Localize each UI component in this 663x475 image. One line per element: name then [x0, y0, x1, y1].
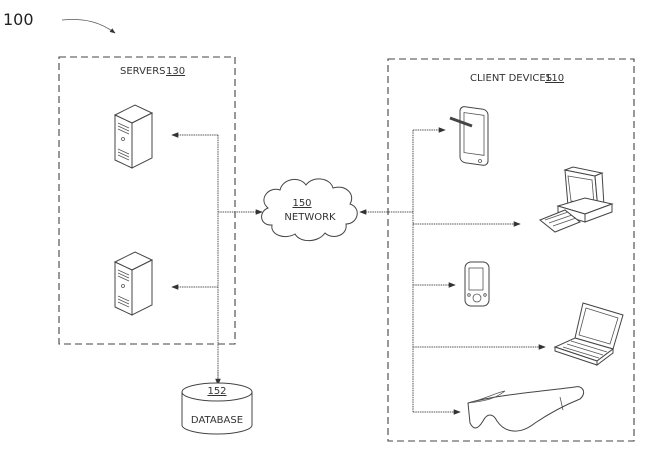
network-ref: 150 [292, 198, 311, 209]
database-label: DATABASE [191, 415, 243, 426]
network-cloud-icon [261, 178, 358, 242]
client-devices-group-box [387, 58, 635, 442]
reference-arrow [61, 19, 116, 34]
vr-glasses-icon [467, 386, 585, 432]
client-connectors [359, 127, 546, 415]
pda-icon [464, 261, 490, 307]
desktop-computer-icon [539, 166, 614, 233]
network-label: NETWORK [284, 212, 336, 223]
server-tower-icon [113, 104, 154, 169]
servers-title: SERVERS [120, 66, 166, 77]
database-cylinder-icon [181, 382, 253, 435]
server-connectors [171, 132, 263, 386]
laptop-icon [553, 302, 624, 366]
client-devices-ref: 110 [545, 73, 564, 84]
tablet-stylus-icon [449, 106, 489, 166]
client-devices-title: CLIENT DEVICES [470, 73, 552, 84]
database-ref: 152 [207, 386, 226, 397]
figure-reference-numeral: 100 [3, 10, 34, 29]
servers-ref: 130 [166, 66, 185, 77]
servers-group-box [58, 56, 236, 345]
server-tower-icon [113, 251, 154, 316]
